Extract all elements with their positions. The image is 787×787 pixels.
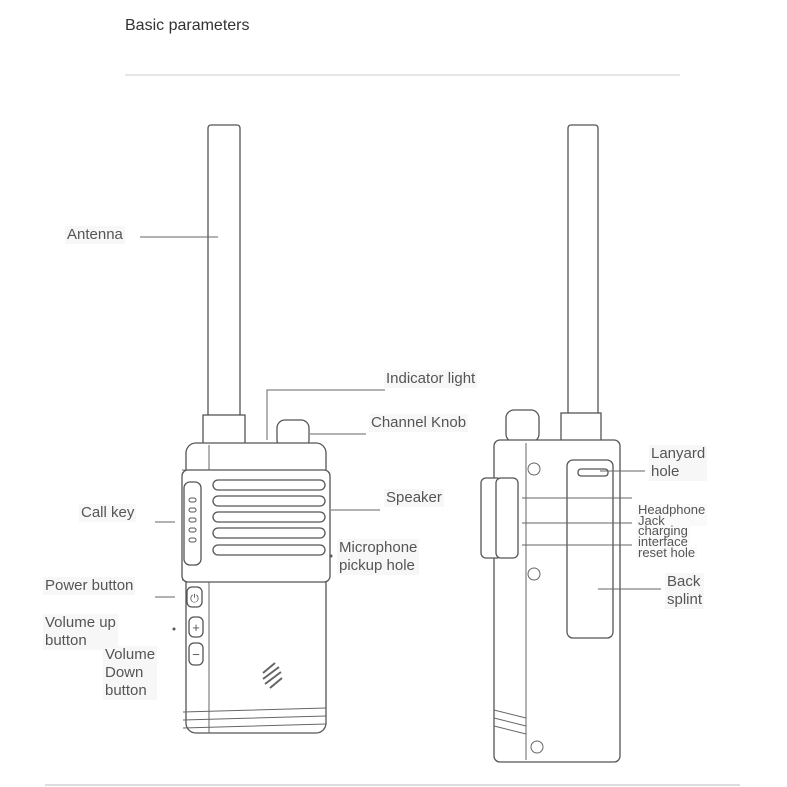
label-line: Lanyard (651, 445, 706, 462)
label-reset-hole: reset hole (636, 545, 698, 560)
volume-up-icon (188, 616, 204, 638)
label-channel-knob: Channel Knob (369, 414, 469, 432)
label-line: interface (638, 534, 688, 549)
speaker-grille-icon (212, 479, 326, 556)
label-line: Volume up (45, 614, 116, 631)
leader-lines (140, 236, 661, 598)
label-call-key: Call key (79, 504, 137, 522)
label-line: splint (667, 591, 703, 608)
back-splint-icon (566, 459, 614, 639)
label-power-button: Power button (43, 577, 136, 595)
label-line: Jack (638, 513, 665, 528)
label-line: button (105, 682, 147, 699)
call-key-icon (183, 481, 202, 566)
antenna-icon-back (567, 124, 599, 416)
back-radio (480, 124, 621, 763)
label-line: Down (105, 664, 144, 681)
antenna-base (202, 414, 246, 446)
svg-text:−: − (192, 647, 200, 662)
antenna-base-back (560, 412, 602, 444)
label-line: button (45, 632, 87, 649)
label-line: pickup hole (339, 557, 415, 574)
label-line: charging (638, 523, 688, 538)
label-line: Volume (105, 646, 156, 663)
svg-text:⏻: ⏻ (190, 593, 199, 605)
channel-knob-back (505, 409, 540, 443)
antenna-icon (207, 124, 241, 418)
svg-text:+: + (192, 620, 200, 635)
volume-down-icon (188, 642, 204, 666)
label-indicator-light: Indicator light (384, 370, 478, 388)
page-title: Basic parameters (125, 17, 250, 34)
label-antenna: Antenna (65, 226, 125, 244)
label-line: Back (667, 573, 701, 590)
lanyard-hole-icon (577, 468, 609, 477)
label-line: hole (651, 463, 680, 480)
label-line: Microphone (339, 539, 418, 556)
front-radio: ⏻ + − (181, 124, 331, 734)
power-button-icon (186, 586, 203, 608)
label-line: Headphone (638, 502, 706, 517)
logo-icon (262, 662, 283, 689)
label-speaker: Speaker (384, 489, 444, 507)
